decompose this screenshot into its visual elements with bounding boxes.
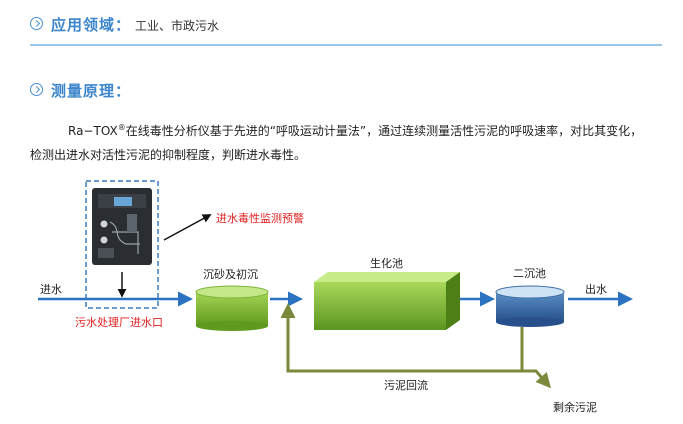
chevron-right-icon bbox=[30, 83, 43, 96]
sludge-return-label: 污泥回流 bbox=[384, 379, 428, 392]
principle-paragraph: Ra−TOX®在线毒性分析仪基于先进的“呼吸运动计量法”，通过连续测量活性污泥的… bbox=[30, 116, 654, 167]
excess-sludge-label: 剩余污泥 bbox=[553, 401, 597, 414]
warning-label: 进水毒性监测预警 bbox=[216, 212, 304, 225]
application-title: 应用领域： bbox=[51, 16, 132, 34]
chevron-right-icon bbox=[30, 17, 43, 30]
principle-title: 测量原理： bbox=[51, 82, 132, 100]
grit-primary-label: 沉砂及初沉 bbox=[203, 268, 258, 281]
product-name: Ra−TOX bbox=[68, 124, 118, 138]
analyzer-frame bbox=[85, 180, 159, 309]
excess-sludge-pipe bbox=[522, 369, 551, 389]
analyzer-device bbox=[92, 188, 152, 265]
application-value: 工业、市政污水 bbox=[135, 19, 220, 33]
sludge-return-pipe bbox=[280, 303, 524, 373]
secondary-clarifier-label: 二沉池 bbox=[513, 267, 546, 280]
inflow-label: 进水 bbox=[40, 283, 62, 296]
warning-pointer bbox=[163, 214, 212, 241]
registered-mark: ® bbox=[117, 123, 126, 132]
principle-text: 在线毒性分析仪基于先进的“呼吸运动计量法”，通过连续测量活性污泥的呼吸速率，对比… bbox=[30, 124, 643, 162]
biochemical-tank bbox=[314, 272, 460, 330]
biochemical-tank-label: 生化池 bbox=[370, 257, 403, 270]
inlet-location-label: 污水处理厂进水口 bbox=[75, 316, 163, 329]
grit-primary-tank bbox=[195, 285, 269, 331]
section-divider bbox=[30, 44, 662, 46]
outflow-label: 出水 bbox=[585, 283, 607, 296]
secondary-clarifier bbox=[495, 285, 565, 327]
